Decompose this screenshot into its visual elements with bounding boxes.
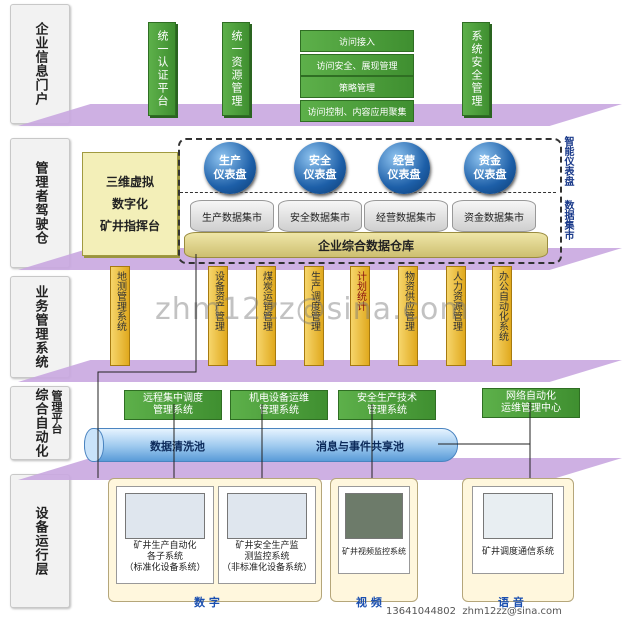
layer-sublabel-platform: 管理平台 <box>50 390 63 434</box>
footer-contact: 13641044802 zhm12zz@sina.com <box>386 606 562 617</box>
business-system-bar: 生产调度管理 <box>304 266 324 366</box>
portal-box-auth: 统一认证平台 <box>148 22 176 116</box>
automation-system-box: 机电设备运维管理系统 <box>230 390 328 420</box>
system-panel-safety-monitor: 矿井安全生产监 测监控系统 （非标准化设备系统） <box>218 486 316 584</box>
business-system-bar: 物资供应管理 <box>398 266 418 366</box>
system-panel-video: 矿井视频监控系统 <box>338 486 410 574</box>
pipe-end-cap <box>84 428 104 462</box>
layer-label-automation: 综合自动化 <box>10 386 70 460</box>
data-mart-safety: 安全数据集市 <box>278 200 362 232</box>
business-system-bar: 人力资源管理 <box>446 266 466 366</box>
layer-label-business: 业务管理系统 <box>10 276 70 378</box>
group-label-video: 视 频 <box>356 596 382 609</box>
comm-equipment-image <box>483 493 553 539</box>
pipe-label-sharing: 消息与事件共享池 <box>316 440 404 453</box>
data-mart-operations: 经营数据集市 <box>364 200 448 232</box>
access-item: 访问安全、展现管理 <box>300 54 414 76</box>
business-system-bar: 计划统计 <box>350 266 370 366</box>
layer-label-portal: 企业信息门户 <box>10 4 70 124</box>
watermark-text: zhm12zz@sina.com <box>155 292 470 327</box>
business-system-bar: 地测管理系统 <box>110 266 130 366</box>
safety-monitor-image <box>227 493 307 539</box>
automation-system-box: 网络自动化运维管理中心 <box>482 388 580 418</box>
plane-business <box>18 360 622 382</box>
side-label-datamarts: 数据集市 <box>562 200 573 240</box>
group-label-digital: 数 字 <box>194 596 220 609</box>
business-system-bar: 煤炭运销管理 <box>256 266 276 366</box>
access-item: 访问控制、内容应用聚集 <box>300 100 414 122</box>
dashboard-globe-safety: 安全仪表盘 <box>294 142 346 194</box>
automation-system-box: 安全生产技术管理系统 <box>338 390 436 420</box>
portal-box-resource: 统一资源管理 <box>222 22 250 116</box>
data-mart-production: 生产数据集市 <box>190 200 274 232</box>
business-system-bar: 办公自动化系统 <box>492 266 512 366</box>
production-diagram-image <box>125 493 205 539</box>
side-label-dashboards: 智能仪表盘 <box>562 136 573 186</box>
automation-system-box: 远程集中调度管理系统 <box>124 390 222 420</box>
command-center-box: 三维虚拟 数字化 矿井指挥台 <box>82 152 178 256</box>
dashboard-globe-production: 生产仪表盘 <box>204 142 256 194</box>
portal-box-security: 系统安全管理 <box>462 22 490 116</box>
plane-automation <box>18 458 622 480</box>
enterprise-data-warehouse: 企业综合数据仓库 <box>184 232 548 258</box>
dashboard-globe-finance: 资金仪表盘 <box>464 142 516 194</box>
layer-label-cockpit: 管理者驾驶仓 <box>10 138 70 268</box>
system-panel-production: 矿井生产自动化 各子系统 （标准化设备系统） <box>116 486 214 584</box>
cockpit-dashed-frame <box>178 138 562 264</box>
pipe-label-cleansing: 数据清洗池 <box>150 440 205 453</box>
dashboard-globe-operations: 经营仪表盘 <box>378 142 430 194</box>
group-label-voice: 语 音 <box>498 596 524 609</box>
system-panel-comm: 矿井调度通信系统 <box>472 486 564 574</box>
access-item: 访问接入 <box>300 30 414 52</box>
dashboard-row-divider <box>180 140 556 193</box>
business-system-bar: 设备资产管理 <box>208 266 228 366</box>
data-pipe <box>84 428 458 462</box>
video-monitor-image <box>345 493 403 539</box>
access-item: 策略管理 <box>300 76 414 98</box>
data-mart-finance: 资金数据集市 <box>452 200 536 232</box>
